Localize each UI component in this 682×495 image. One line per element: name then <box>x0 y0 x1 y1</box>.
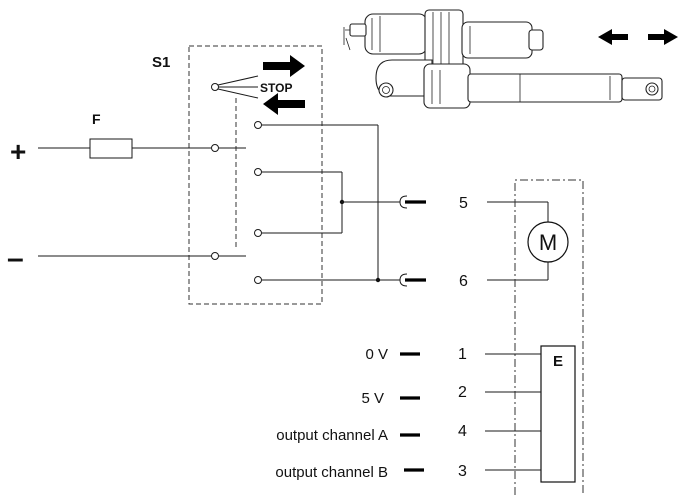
pin-2-label: 2 <box>458 384 467 401</box>
pin-6-label: 6 <box>459 273 468 290</box>
motor-label: M <box>539 230 557 255</box>
switch-s1-box <box>188 45 323 305</box>
stop-label: STOP <box>260 81 292 95</box>
encoder-box <box>540 345 576 483</box>
signal-channel-a-label: output channel A <box>276 427 388 444</box>
linear-actuator-drawing <box>343 9 663 109</box>
switch-label: S1 <box>152 54 170 71</box>
fuse-symbol <box>89 138 133 159</box>
plus-sign: + <box>10 136 26 167</box>
pin-4-label: 4 <box>458 423 467 440</box>
signal-channel-b-label: output channel B <box>275 464 388 481</box>
signal-0v-label: 0 V <box>365 346 388 363</box>
double-arrow-icon <box>598 29 678 45</box>
pin-1-label: 1 <box>458 346 467 363</box>
pin-3-label: 3 <box>458 463 467 480</box>
actuator-boundary <box>514 179 584 495</box>
minus-sign: – <box>7 242 24 275</box>
left-arrow-icon <box>263 93 305 115</box>
signal-5v-label: 5 V <box>361 390 384 407</box>
switch-stop-terminal <box>211 83 219 91</box>
pin-5-label: 5 <box>459 195 468 212</box>
motor-symbol <box>527 221 569 263</box>
encoder-label: E <box>553 353 563 370</box>
fuse-label: F <box>92 111 101 127</box>
right-arrow-icon <box>263 55 305 77</box>
